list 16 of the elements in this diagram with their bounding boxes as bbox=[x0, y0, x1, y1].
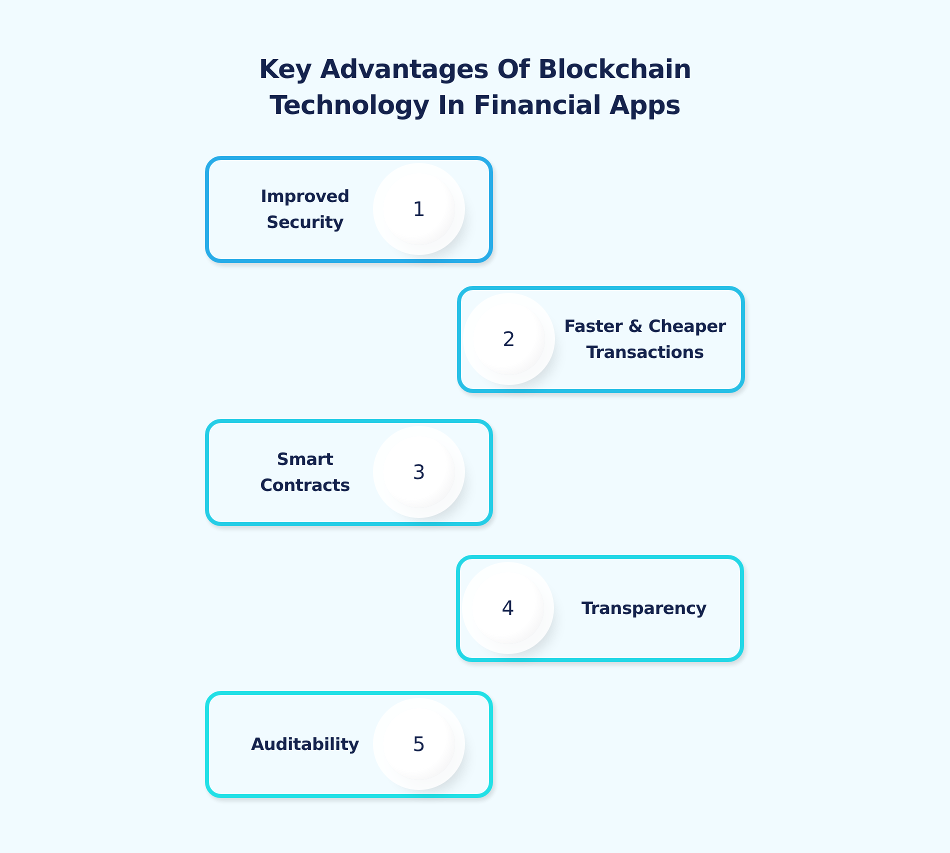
advantage-label: Smart Contracts bbox=[259, 448, 351, 498]
advantage-label: Auditability bbox=[250, 734, 360, 756]
advantage-label: Improved Security bbox=[260, 186, 350, 234]
number-circle: 2 bbox=[473, 303, 545, 375]
title: Key Advantages Of Blockchain Technology In Financial Apps bbox=[258, 54, 692, 123]
number-circle: 1 bbox=[383, 173, 455, 245]
advantage-card bbox=[457, 286, 745, 393]
advantage-card bbox=[205, 691, 493, 798]
advantage-card bbox=[456, 555, 744, 662]
number-circle: 3 bbox=[383, 436, 455, 508]
advantage-card bbox=[205, 419, 493, 526]
advantage-label: Transparency bbox=[581, 598, 707, 620]
advantage-label: Faster & Cheaper Transactions bbox=[563, 316, 728, 364]
number-circle: 5 bbox=[383, 708, 455, 780]
number-circle: 4 bbox=[472, 572, 544, 644]
advantage-card bbox=[205, 156, 493, 263]
